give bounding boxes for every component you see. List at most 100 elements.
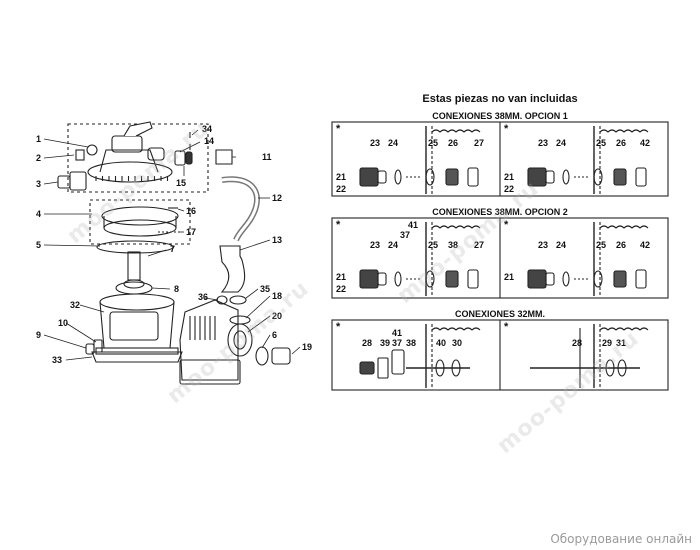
valve-body — [99, 149, 159, 173]
strainer — [635, 269, 647, 289]
part-label-25: 25 — [428, 138, 438, 148]
tank-window — [109, 311, 159, 341]
water-line — [431, 129, 481, 133]
part-label-29: 29 — [602, 338, 612, 348]
part-label-28: 28 — [362, 338, 372, 348]
part-label-26: 26 — [616, 138, 626, 148]
leader-line — [239, 239, 271, 251]
part-label-15: 15 — [176, 178, 186, 188]
part-label-23: 23 — [538, 138, 548, 148]
part-29 — [605, 359, 615, 377]
panel-marker: * — [504, 123, 509, 135]
leader-line — [65, 322, 97, 343]
part-label-9: 9 — [36, 330, 41, 340]
leader-line — [43, 334, 87, 349]
oring — [394, 169, 402, 185]
part-label-40: 40 — [436, 338, 446, 348]
part-label-23: 23 — [538, 240, 548, 250]
section-title: CONEXIONES 38MM. OPCION 1 — [432, 111, 568, 121]
pipe-7 — [127, 251, 141, 281]
part-label-24: 24 — [388, 240, 398, 250]
leader-line — [291, 346, 301, 355]
part-label-24: 24 — [556, 240, 566, 250]
part-label-23: 23 — [370, 240, 380, 250]
strainer — [635, 167, 647, 187]
part-number-labels: 1234567891011121314151617181920323334353… — [36, 111, 650, 365]
leader-line — [147, 249, 167, 257]
connection-panels — [331, 121, 669, 391]
part-label-14: 14 — [204, 136, 214, 146]
part-label-16: 16 — [186, 206, 196, 216]
part-label-21: 21 — [336, 272, 346, 282]
base-top — [95, 347, 179, 355]
valve-37 — [391, 349, 405, 375]
adapter-neck — [377, 170, 387, 184]
part-label-23: 23 — [370, 138, 380, 148]
part-2 — [75, 149, 85, 161]
part-label-25: 25 — [428, 240, 438, 250]
water-line — [431, 327, 481, 331]
leader-line — [247, 315, 271, 333]
not-included-title: Estas piezas no van incluidas — [422, 93, 578, 105]
nut — [445, 168, 459, 186]
part-label-37: 37 — [392, 338, 402, 348]
part-label-36: 36 — [198, 292, 208, 302]
strainer — [467, 269, 479, 289]
nut — [613, 168, 627, 186]
part-label-38: 38 — [448, 240, 458, 250]
part-label-41: 41 — [392, 328, 402, 338]
leader-line — [43, 244, 101, 247]
panel-marker: * — [504, 219, 509, 231]
part-label-8: 8 — [174, 284, 179, 294]
part-label-4: 4 — [36, 209, 41, 219]
laterals-8-top — [123, 279, 145, 289]
part-10 — [93, 339, 103, 353]
connector-15 — [185, 151, 193, 165]
gauge — [86, 144, 98, 156]
part-label-24: 24 — [556, 138, 566, 148]
part-label-22: 22 — [504, 184, 514, 194]
filter-pump-exploded-view — [43, 121, 301, 385]
valve-handle — [123, 121, 153, 137]
panel-marker: * — [336, 219, 341, 231]
panel-marker: * — [336, 321, 341, 333]
valve-port — [147, 147, 165, 161]
part-label-21: 21 — [336, 172, 346, 182]
water-line — [599, 327, 649, 331]
leader-line — [245, 288, 259, 299]
leader-line — [261, 334, 271, 349]
part-label-21: 21 — [504, 272, 514, 282]
oring — [394, 271, 402, 287]
part-label-33: 33 — [52, 355, 62, 365]
valve-dashed-box — [67, 123, 209, 193]
leader-line — [151, 287, 171, 290]
part-label-41: 41 — [408, 220, 418, 230]
leader-line — [179, 141, 201, 153]
pump-port — [233, 330, 247, 350]
part-label-35: 35 — [260, 284, 270, 294]
part-label-27: 27 — [474, 138, 484, 148]
part-label-17: 17 — [186, 227, 196, 237]
oring — [562, 271, 570, 287]
section-title: CONEXIONES 32MM. — [455, 309, 545, 319]
part-label-25: 25 — [596, 138, 606, 148]
gasket — [593, 168, 603, 186]
part-label-34: 34 — [202, 124, 212, 134]
leader-line — [65, 356, 93, 361]
part-30 — [451, 359, 461, 377]
part-label-5: 5 — [36, 240, 41, 250]
hose-12 — [221, 176, 260, 242]
part-label-11: 11 — [262, 152, 272, 162]
part-label-27: 27 — [474, 240, 484, 250]
adapter-neck — [545, 170, 555, 184]
oring-5 — [96, 240, 174, 254]
part-label-19: 19 — [302, 342, 312, 352]
lid-ring — [101, 206, 179, 226]
part-label-31: 31 — [616, 338, 626, 348]
panel-marker: * — [504, 321, 509, 333]
gasket — [593, 270, 603, 288]
part-label-39: 39 — [380, 338, 390, 348]
part-19 — [271, 347, 291, 365]
part-label-32: 32 — [70, 300, 80, 310]
part-35 — [229, 295, 247, 305]
